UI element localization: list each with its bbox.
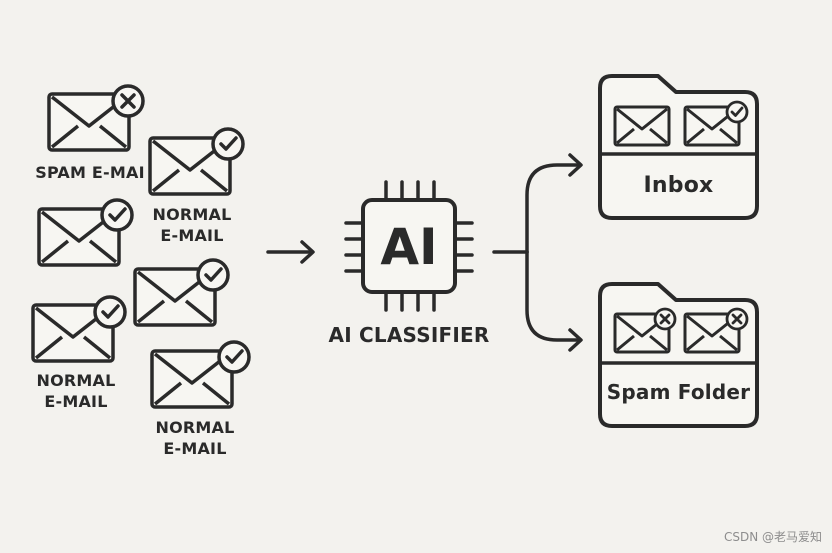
spam-envelope-icon-a	[613, 307, 677, 354]
normal-email-label-1-line-1: NORMAL	[152, 205, 232, 224]
watermark: CSDN @老马爱知	[723, 530, 822, 544]
normal-envelope-icon-3	[133, 258, 230, 327]
spam-folder-label: Spam Folder	[606, 380, 751, 404]
normal-email-label-3: NORMAL E-MAIL	[143, 417, 247, 459]
spam-envelope-icon-b	[683, 307, 749, 354]
spam-folder-icon	[598, 282, 759, 428]
normal-email-label-1-line-2: E-MAIL	[160, 226, 224, 245]
spam-email-label: SPAM E-MAI	[30, 162, 150, 183]
normal-email-label-2-line-2: E-MAIL	[44, 392, 108, 411]
normal-envelope-icon-2	[37, 198, 134, 267]
ai-chip-icon: AI	[344, 180, 474, 312]
normal-envelope-icon-1	[148, 127, 245, 196]
inbox-envelope-icon-2	[683, 100, 749, 147]
inbox-label: Inbox	[643, 173, 714, 198]
spam-envelope-icon	[47, 84, 145, 152]
normal-email-label-2: NORMAL E-MAIL	[24, 370, 128, 412]
ai-classifier-label: AI CLASSIFIER	[328, 323, 490, 347]
normal-envelope-icon-5	[150, 340, 251, 409]
branch-arrows	[492, 153, 583, 352]
ai-chip-text: AI	[380, 218, 437, 276]
normal-email-label-1: NORMAL E-MAIL	[140, 204, 244, 246]
normal-email-label-3-line-1: NORMAL	[155, 418, 235, 437]
normal-email-label-3-line-2: E-MAIL	[163, 439, 227, 458]
spam-email-label-text: SPAM E-MAI	[35, 163, 145, 182]
inbox-folder-icon	[598, 74, 759, 220]
normal-email-label-2-line-1: NORMAL	[36, 371, 116, 390]
input-arrow	[266, 240, 315, 264]
normal-envelope-icon-4	[31, 295, 127, 363]
inbox-envelope-icon-1	[613, 105, 671, 147]
